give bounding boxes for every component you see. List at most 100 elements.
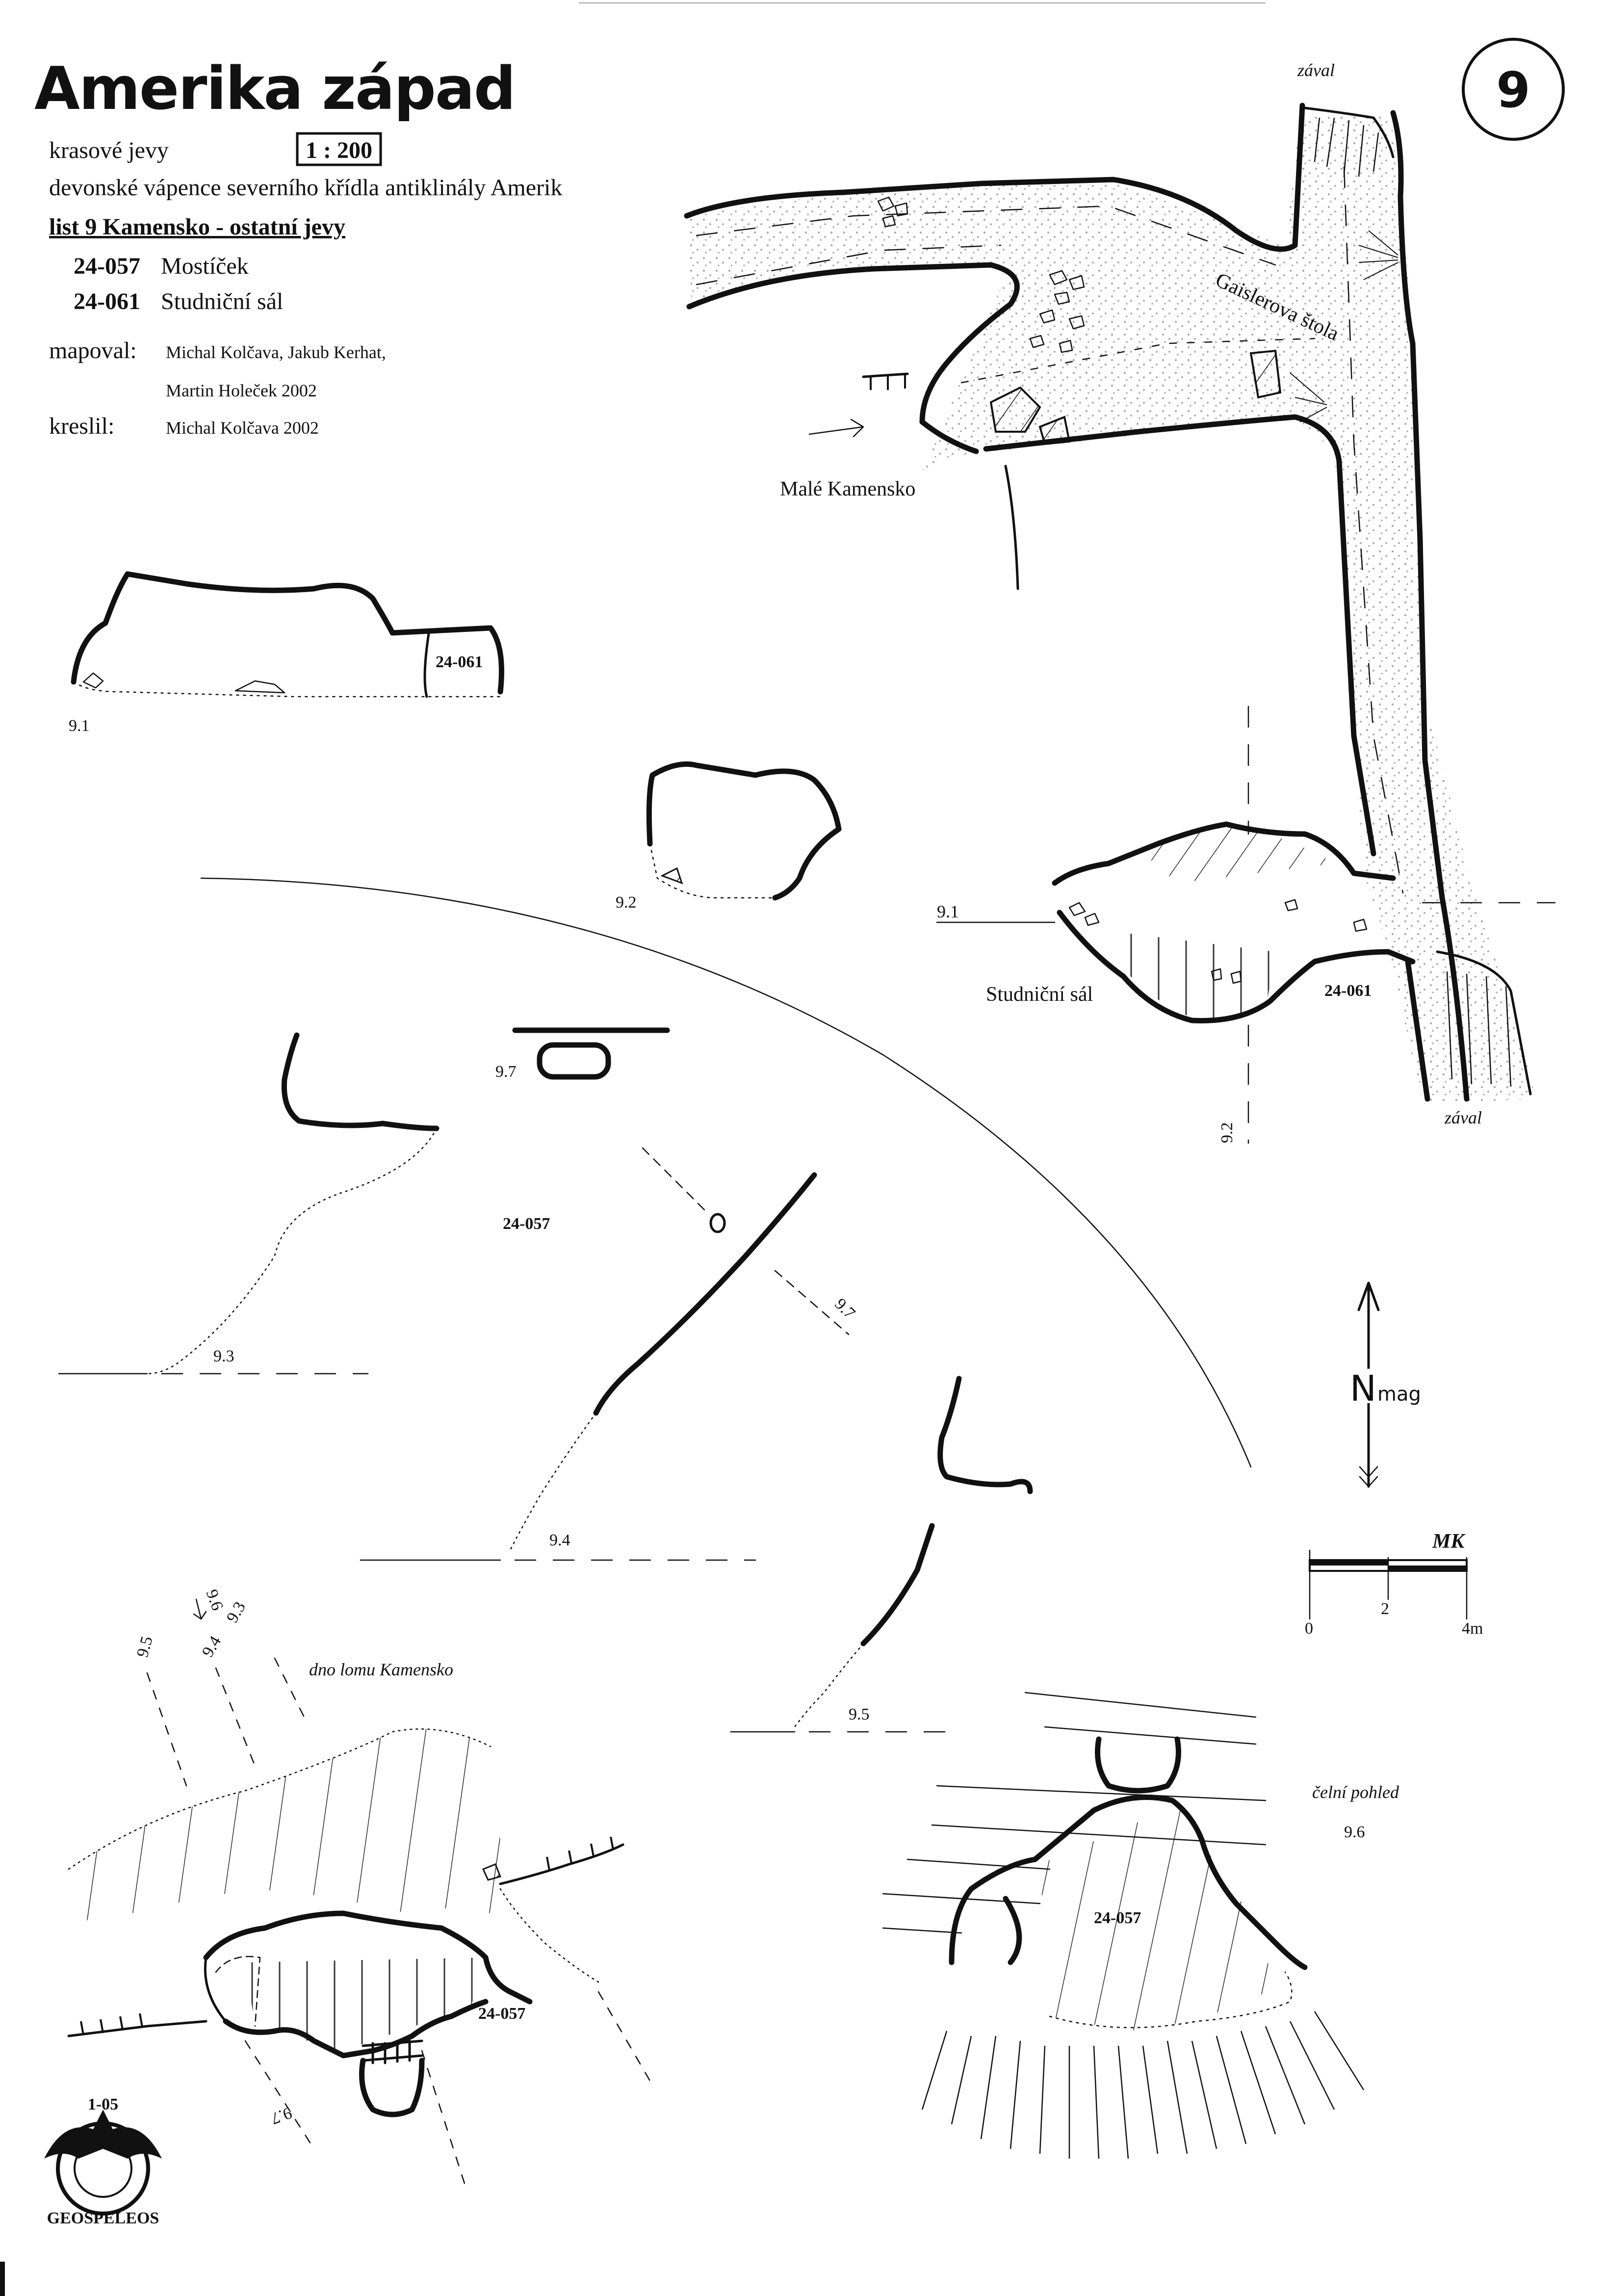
front-view-upper-hole: [1095, 1736, 1181, 1794]
sheet-number-badge: 9: [1462, 38, 1565, 141]
front-view-talus: [921, 2011, 1365, 2159]
quarry-section-9-7: 9.7: [268, 2103, 294, 2127]
section-9-5-upper: [937, 1376, 1033, 1494]
logo-bat-icon: [44, 2110, 162, 2159]
section-9-5-wall: [860, 1523, 935, 1646]
quarry-section-lines: [146, 1657, 653, 2189]
hall-boulders: [1068, 899, 1368, 984]
scan-edge-mark: [0, 2262, 5, 2296]
section-9-4-wall: [593, 1172, 817, 1416]
section-9-6-arrow: [193, 1598, 207, 1620]
subtitle: krasové jevy: [49, 137, 169, 163]
quarry-section-9-4: 9.4: [199, 1633, 225, 1660]
entrance-slope: [1004, 465, 1019, 590]
corridor-wall-north: [684, 103, 1305, 252]
mapped-by-2: Martin Holeček 2002: [166, 381, 317, 400]
ceiling-line-3: [696, 244, 1002, 286]
logo-number: 1-05: [88, 2095, 118, 2113]
surface-edge-east: [499, 1843, 624, 1885]
entrance-edge: [862, 372, 909, 378]
section-9-4-hole: [709, 1213, 726, 1233]
cave-code-1: 24-057: [74, 253, 140, 279]
front-view-west-lobe: [1003, 1896, 1022, 1965]
boulder-field: [877, 196, 1085, 353]
quarry-top-edge: [68, 1728, 492, 1870]
section-9-3-slope: [146, 1127, 438, 1375]
quarry-cave-code: 24-057: [478, 2005, 525, 2023]
drip-rays: [1290, 230, 1398, 422]
mostik-cave-outline-top: [203, 1910, 533, 2005]
cave-name-2: Studniční sál: [161, 288, 283, 314]
cross-section-9-5: 9.5: [730, 1376, 1033, 1733]
north-arrow-head: [1357, 1281, 1380, 1311]
label-front-view: čelní pohled: [1312, 1782, 1399, 1802]
section-9-7-hole: [537, 1042, 611, 1080]
quarry-section-9-6: 9.6: [202, 1587, 226, 1613]
collapse-top-hatch: [1314, 117, 1379, 177]
quarry-east-slope: [499, 1888, 599, 1983]
bridge-mostik: [362, 2039, 423, 2064]
entrance-ticks: [870, 375, 906, 390]
mostik-inner-dash: [215, 1956, 261, 2027]
mapped-label: mapoval:: [49, 338, 137, 364]
surface-edge-west: [67, 2020, 207, 2037]
front-view-floor: [1049, 1971, 1293, 2029]
cross-section-9-3: 9.3 24-057: [58, 1032, 550, 1375]
plan-section-9-2: 9.2: [1218, 1122, 1236, 1144]
section-9-3-wall: [281, 1032, 440, 1131]
quarry-section-9-5: 9.5: [133, 1634, 156, 1659]
section-9-1-outline: [71, 571, 504, 695]
collapse-top-rim: [1303, 106, 1395, 158]
section-9-4-slope: [509, 1412, 597, 1551]
sheet-number: 9: [1496, 61, 1530, 119]
section-label-9-2: 9.2: [616, 893, 637, 912]
front-view-code: 24-057: [1094, 1909, 1141, 1927]
section-9-7-line-a: [642, 1147, 707, 1213]
drawn-by: Michal Kolčava 2002: [166, 418, 319, 438]
scale-ratio: 1 : 200: [306, 137, 372, 163]
section-9-1-niche: [423, 629, 431, 698]
cross-section-9-4: 9.4 9.7: [360, 1147, 859, 1561]
section-9-2-outline: [646, 761, 842, 901]
label-entrance: Malé Kamensko: [780, 478, 915, 500]
section-label-9-3: 9.3: [213, 1347, 234, 1365]
label-collapse-top: zával: [1297, 60, 1335, 80]
section-label-9-7-b: 9.7: [831, 1295, 858, 1322]
quarry-slope-hatch: [69, 1729, 505, 1923]
collapse-bottom-hatch: [1446, 971, 1512, 1087]
scale-label-2: 2: [1381, 1600, 1389, 1618]
cave-code-2: 24-061: [74, 288, 140, 314]
front-view-strata: [882, 1692, 1267, 1934]
drawn-label: kreslil:: [49, 413, 114, 439]
scale-box: [296, 132, 382, 166]
geospeleos-logo: 1-05 GEOSPELEOS: [44, 2095, 162, 2227]
plan-view: Malé Kamensko zával Gaislerova štola Stu…: [684, 60, 1556, 1144]
section-9-1-code: 24-061: [436, 653, 483, 671]
section-9-2-rock: [660, 867, 683, 885]
plan-section-9-1: 9.1: [937, 902, 959, 921]
section-9-1-floor: [73, 681, 501, 698]
north-mag: mag: [1377, 1383, 1421, 1406]
author-initials: MK: [1432, 1530, 1466, 1553]
quarry-section-9-3: 9.3: [223, 1599, 249, 1626]
section-label-9-7: 9.7: [495, 1063, 517, 1081]
cross-section-9-2: 9.2: [616, 761, 842, 912]
north-letter: N: [1350, 1368, 1376, 1409]
cross-section-9-7: 9.7: [495, 1027, 670, 1081]
quarry-plan: dno lomu Kamensko 24-057: [67, 1587, 653, 2189]
quarry-rock: [482, 1863, 502, 1881]
scale-bar: 0 2 4m MK: [1305, 1530, 1483, 1638]
front-view: čelní pohled 9.6 24-057: [882, 1692, 1399, 2159]
section-label-9-5: 9.5: [849, 1705, 870, 1723]
mostik-cave-hatch: [245, 1957, 486, 2051]
section-9-2-floor: [649, 843, 776, 899]
entrance-arrow: [808, 418, 864, 438]
geology-note: devonské vápence severního křídla antikl…: [49, 175, 562, 201]
cave-name-1: Mostíček: [161, 253, 249, 279]
label-collapse-bottom: zával: [1444, 1108, 1482, 1127]
adit-wall-lower-west: [1405, 959, 1430, 1102]
scale-label-4: 4m: [1462, 1619, 1483, 1638]
header: Amerika západ krasové jevy 1 : 200 devon…: [34, 55, 562, 439]
label-hall: Studniční sál: [986, 983, 1093, 1006]
